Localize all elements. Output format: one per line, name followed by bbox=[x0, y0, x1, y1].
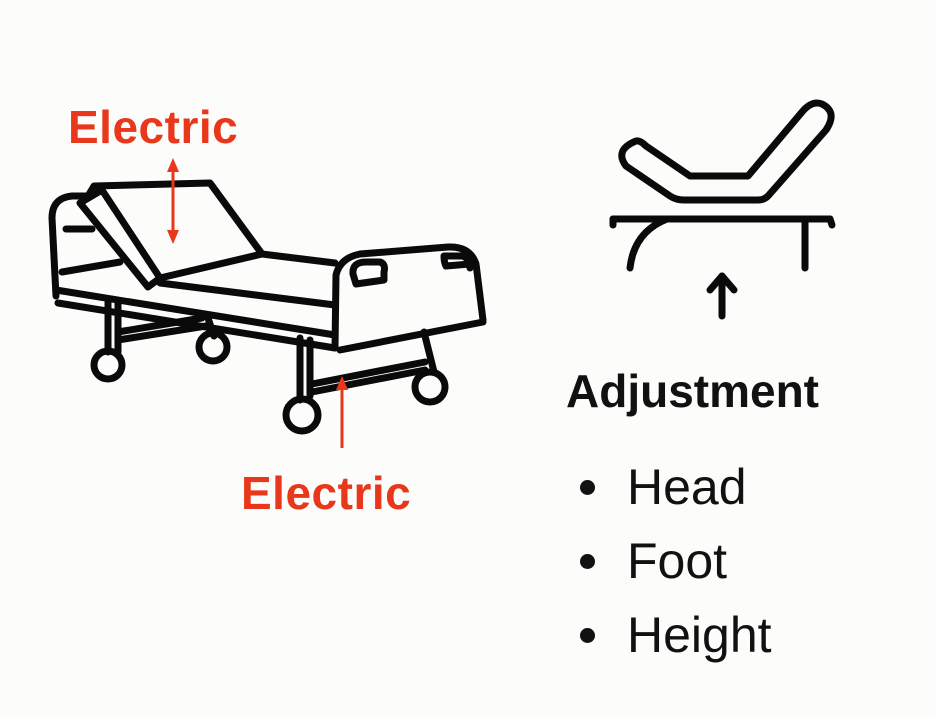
list-item-height: Height bbox=[580, 598, 772, 672]
electric-label-top: Electric bbox=[68, 101, 239, 153]
list-item-label: Foot bbox=[627, 533, 728, 589]
bullet-icon bbox=[580, 553, 595, 569]
adjustment-heading: Adjustment bbox=[566, 365, 819, 417]
list-item-label: Height bbox=[627, 607, 772, 663]
list-item-foot: Foot bbox=[580, 524, 772, 598]
bullet-icon bbox=[580, 627, 595, 643]
adjustment-list: Head Foot Height bbox=[580, 450, 772, 672]
list-item-head: Head bbox=[580, 450, 772, 524]
bullet-icon bbox=[580, 479, 595, 495]
electric-label-bottom: Electric bbox=[241, 467, 412, 519]
list-item-label: Head bbox=[627, 459, 747, 515]
